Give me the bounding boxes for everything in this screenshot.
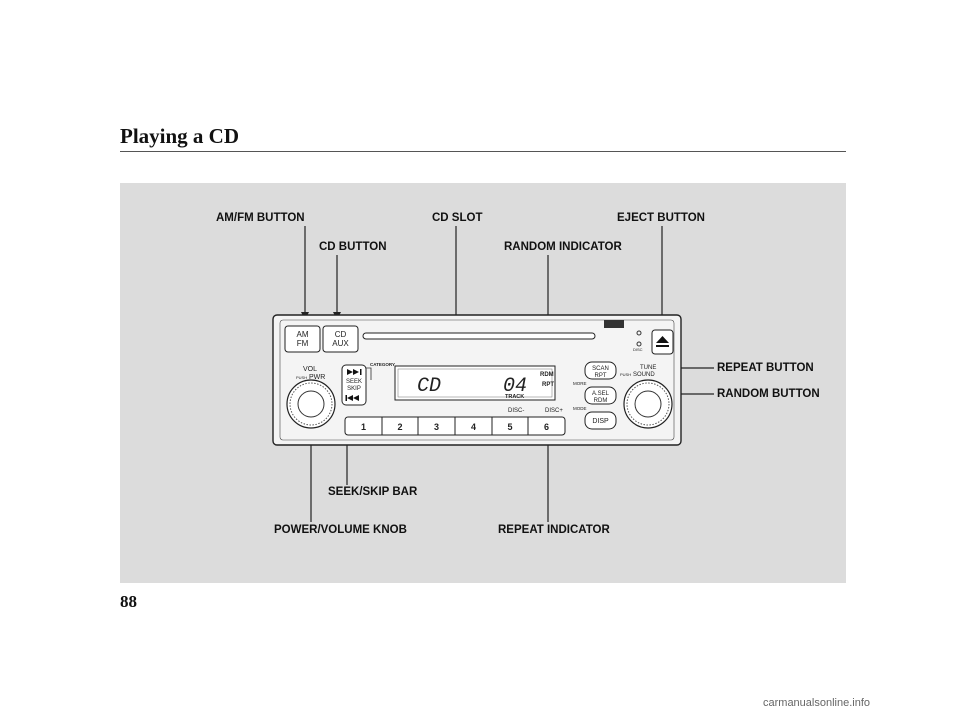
preset-buttons (344, 416, 566, 436)
page-number: 88 (120, 592, 137, 611)
disp-button (584, 411, 617, 430)
pwr-label: PWR (309, 374, 325, 381)
fm-label: FM (297, 339, 309, 348)
disp-label: DISP (592, 418, 609, 425)
callout-am-fm-button: AM/FM BUTTON (216, 212, 305, 224)
callout-eject-button: EJECT BUTTON (617, 212, 705, 224)
rpt-button-label: RPT (595, 373, 607, 379)
more-label: MORE (573, 381, 587, 386)
asel-rdm-button (584, 386, 617, 405)
callout-cd-button: CD BUTTON (319, 241, 387, 253)
push-small-label: PUSH (296, 375, 307, 380)
am-label: AM (297, 330, 309, 339)
callout-repeat-indicator: REPEAT INDICATOR (498, 524, 610, 536)
cd-aux-button (322, 325, 359, 353)
page-title: Playing a CD (120, 124, 240, 148)
aux-label: AUX (332, 339, 349, 348)
rdm-indicator: RDM (540, 372, 554, 378)
scan-rpt-button (584, 361, 617, 380)
eject-icon (656, 336, 669, 343)
callout-seek-skip-bar: SEEK/SKIP BAR (328, 486, 418, 498)
display-mode: CD (417, 375, 441, 398)
scan-label: SCAN (592, 366, 609, 372)
tune-label: TUNE (640, 365, 656, 371)
rpt-indicator: RPT (542, 382, 554, 388)
mode-label: MODE (573, 406, 587, 411)
track-label: TRACK (505, 394, 524, 400)
title-rule (120, 151, 846, 152)
cd-label: CD (335, 330, 347, 339)
callout-power-volume-knob: POWER/VOLUME KNOB (274, 524, 407, 536)
preset-5: 5 (507, 422, 512, 432)
preset-4: 4 (471, 422, 476, 432)
disc-small-label: DISC (633, 347, 643, 352)
skip-forward-icon (347, 369, 353, 375)
callout-random-button: RANDOM BUTTON (717, 388, 820, 400)
preset-3: 3 (434, 422, 439, 432)
skip-label: SKIP (347, 386, 361, 392)
asel-label: A.SEL (592, 391, 610, 397)
disc-minus-label: DISC- (508, 408, 524, 414)
tune-push-small-label: PUSH (620, 372, 631, 377)
am-fm-button (284, 325, 321, 353)
callout-random-indicator: RANDOM INDICATOR (504, 241, 622, 253)
display-track: 04 (503, 375, 527, 398)
disc-plus-label: DISC+ (545, 408, 563, 414)
cd-slot (362, 332, 596, 340)
preset-2: 2 (397, 422, 402, 432)
vol-label: VOL (303, 366, 317, 373)
seek-label: SEEK (346, 379, 362, 385)
callout-cd-slot: CD SLOT (432, 212, 483, 224)
rdm-button-label: RDM (594, 398, 608, 404)
category-label: CATEGORY (370, 362, 395, 367)
sound-label: SOUND (633, 372, 655, 378)
compact-disc-logo (604, 320, 624, 328)
preset-6: 6 (544, 422, 549, 432)
preset-1: 1 (361, 422, 366, 432)
lcd-display (394, 365, 556, 401)
footer-watermark[interactable]: carmanualsonline.info (763, 697, 871, 709)
skip-back-icon (347, 395, 353, 401)
callout-repeat-button: REPEAT BUTTON (717, 362, 814, 374)
